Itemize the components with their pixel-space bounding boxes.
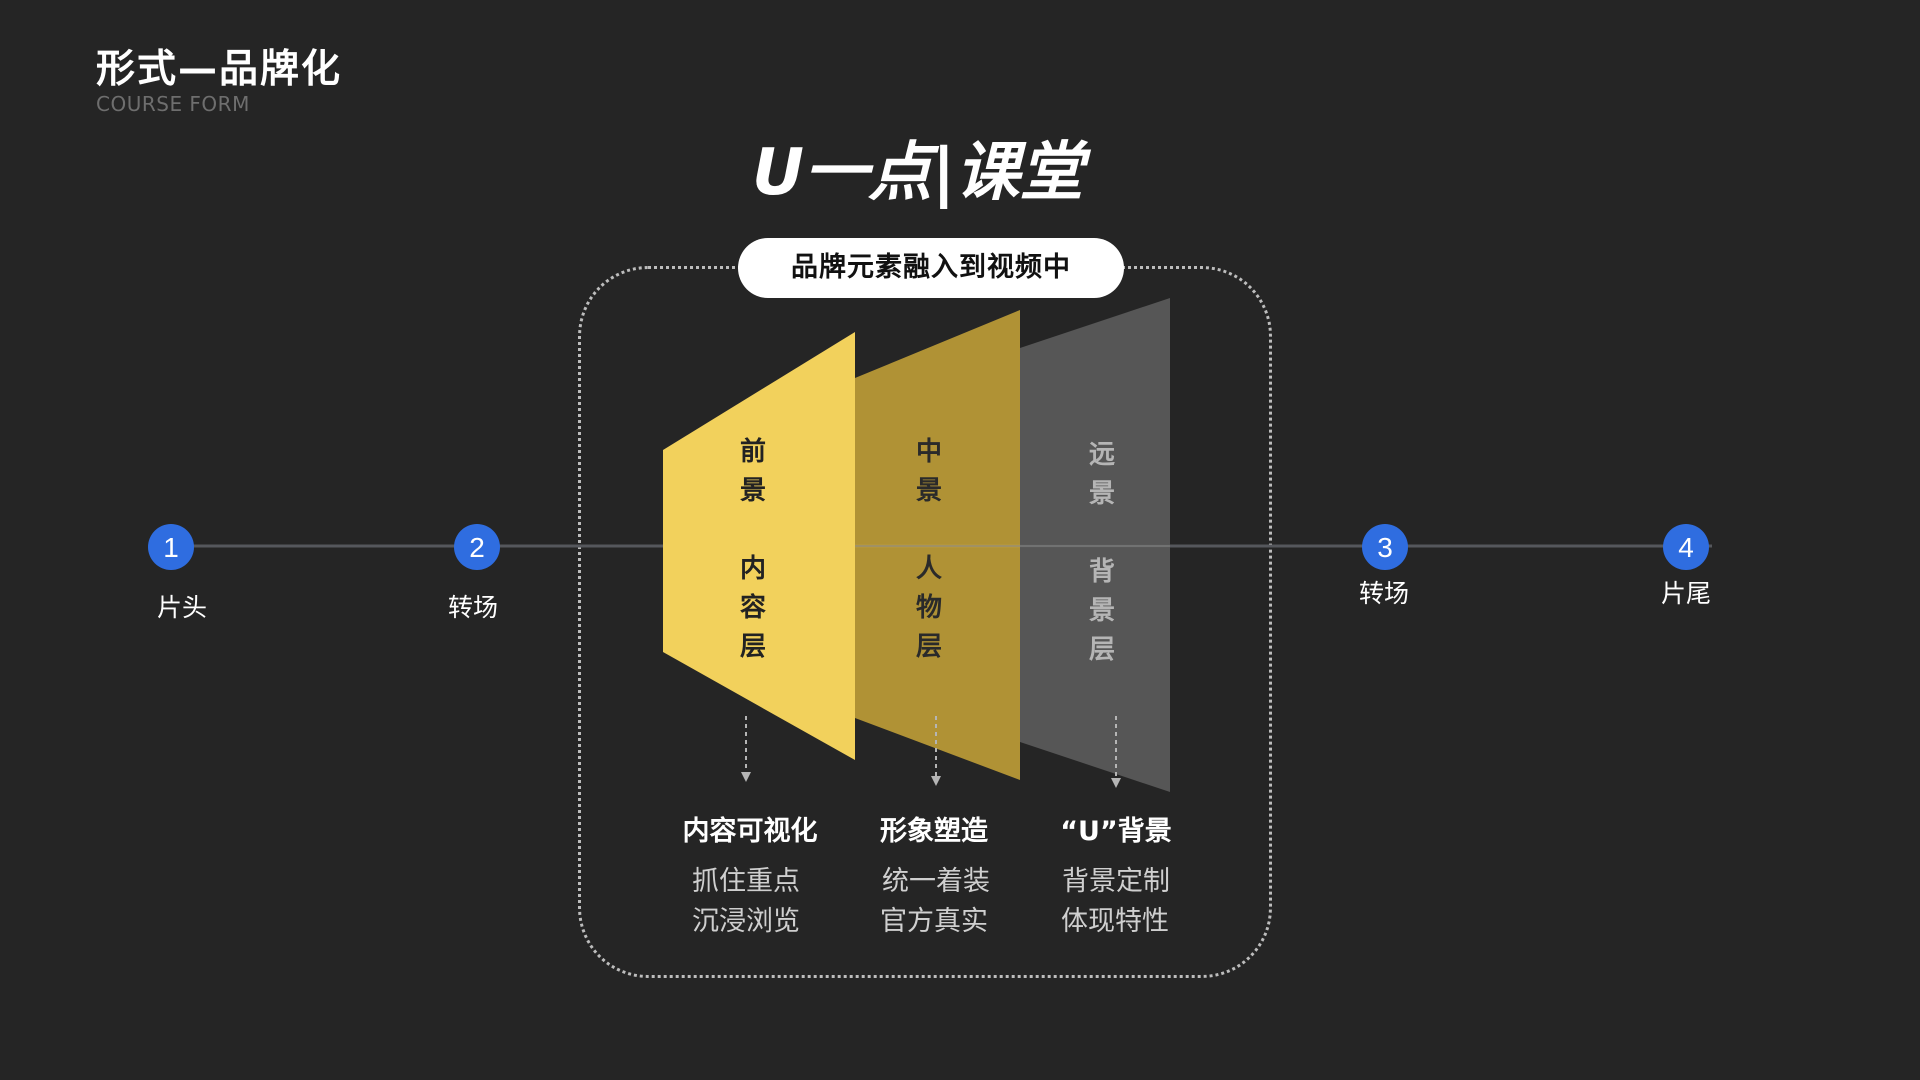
column-1-line-1: 抓住重点 [692,866,800,897]
layer-front-sub-3: 层 [740,632,766,662]
timeline-node-3: 3 转场 [1359,524,1409,608]
page-subtitle: COURSE FORM [96,92,250,116]
timeline-node-2: 2 转场 [448,524,500,622]
layer-far-sub-2: 景 [1089,596,1115,626]
column-3-line-1: 背景定制 [1062,866,1170,897]
layer-front-shape [663,332,855,760]
node-4-number: 4 [1678,532,1694,563]
brand-logo-text: U一点|课堂 [752,136,1091,210]
layer-front-name-2: 景 [740,476,766,506]
column-2-heading: 形象塑造 [880,815,988,847]
node-1-label: 片头 [157,593,207,622]
column-3-heading: “U”背景 [1060,816,1171,847]
layer-far-sub-3: 层 [1089,635,1115,665]
column-1-heading: 内容可视化 [683,815,818,847]
layer-far-label: 远 景 背 景 层 [1089,440,1115,665]
brand-logo: U一点|课堂 [752,136,1091,210]
node-2-label: 转场 [448,593,498,622]
node-2-number: 2 [469,532,485,563]
node-1-number: 1 [163,532,179,563]
arrow-far-head [1111,778,1121,788]
layer-mid-label: 中 景 人 物 层 [916,437,942,662]
column-image-building: 形象塑造 统一着装 官方真实 [880,815,990,937]
layer-mid-sub-1: 人 [916,554,942,584]
timeline-node-1: 1 片头 [148,524,207,622]
layer-front-sub-1: 内 [740,554,766,584]
layer-mid-name-1: 中 [916,437,942,467]
node-3-circle [1362,524,1408,570]
node-3-number: 3 [1377,532,1393,563]
node-3-label: 转场 [1359,579,1409,608]
column-u-background: “U”背景 背景定制 体现特性 [1060,816,1171,937]
column-3-line-2: 体现特性 [1061,906,1169,937]
layer-front-name-1: 前 [740,436,766,467]
layer-mid-sub-3: 层 [916,632,942,662]
node-1-circle [148,524,194,570]
column-2-line-1: 统一着装 [882,866,990,897]
layer-far-name-1: 远 [1089,440,1115,470]
column-2-line-2: 官方真实 [880,906,988,937]
layer-mid-sub-2: 物 [916,593,942,623]
timeline-node-4: 4 片尾 [1661,524,1711,608]
layer-arrows [741,716,1121,788]
layer-front-sub-2: 容 [740,592,766,623]
layer-far-name-2: 景 [1089,479,1115,509]
arrow-front-head [741,772,751,782]
page-title: 形式—品牌化 [96,47,343,92]
column-1-line-2: 沉浸浏览 [692,906,800,937]
brand-elements-pill: 品牌元素融入到视频中 [738,238,1124,298]
layer-front-label: 前 景 内 容 层 [740,436,766,662]
column-content-visualization: 内容可视化 抓住重点 沉浸浏览 [683,815,818,937]
node-2-circle [454,524,500,570]
layer-far-sub-1: 背 [1089,557,1115,587]
node-4-circle [1663,524,1709,570]
layer-mid-name-2: 景 [916,476,942,506]
node-4-label: 片尾 [1661,579,1711,608]
arrow-mid-head [931,776,941,786]
